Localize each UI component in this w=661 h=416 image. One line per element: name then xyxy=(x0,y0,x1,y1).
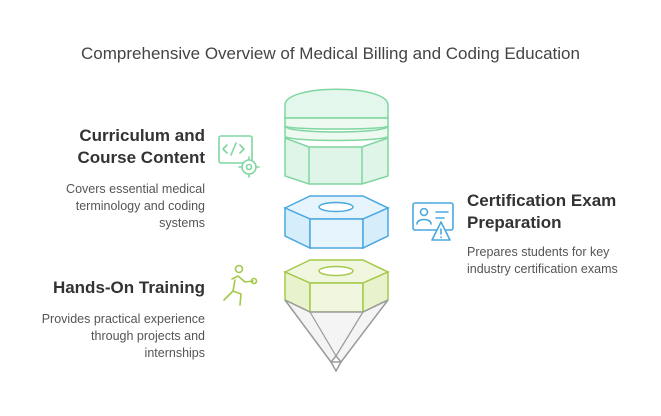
lime-hex-segment xyxy=(283,259,390,314)
pencil-tip-shape xyxy=(284,299,389,373)
training-desc-line3: internships xyxy=(144,346,205,360)
certification-heading-line1: Certification Exam xyxy=(467,191,617,210)
training-desc-line2: through projects and xyxy=(91,329,205,343)
certification-desc-line2: industry certification exams xyxy=(467,262,618,276)
certification-heading-line2: Preparation xyxy=(467,213,562,232)
section-certification-desc: Prepares students for key industry certi… xyxy=(467,244,657,278)
green-cap-shape xyxy=(284,88,389,185)
curriculum-heading-line2: Course Content xyxy=(77,148,206,167)
training-desc-line1: Provides practical experience xyxy=(41,312,205,326)
blue-hex-segment xyxy=(283,195,390,250)
curriculum-desc-line3: systems xyxy=(159,216,205,230)
curriculum-desc-line2: terminology and coding xyxy=(75,199,205,213)
curriculum-heading-line1: Curriculum and xyxy=(79,126,205,145)
section-curriculum-desc: Covers essential medical terminology and… xyxy=(20,181,205,232)
section-training-desc: Provides practical experience through pr… xyxy=(20,311,205,362)
diagram-title: Comprehensive Overview of Medical Billin… xyxy=(81,44,580,63)
id-card-warning-icon xyxy=(412,202,454,241)
certification-desc-line1: Prepares students for key xyxy=(467,245,610,259)
section-training-heading: Hands-On Training xyxy=(20,277,205,299)
section-certification-heading: Certification Exam Preparation xyxy=(467,190,657,234)
training-heading-line1: Hands-On Training xyxy=(52,278,205,297)
curriculum-desc-line1: Covers essential medical xyxy=(66,182,205,196)
code-gear-icon xyxy=(218,135,260,178)
section-curriculum-heading: Curriculum and Course Content xyxy=(40,125,206,169)
person-training-icon xyxy=(223,264,258,306)
